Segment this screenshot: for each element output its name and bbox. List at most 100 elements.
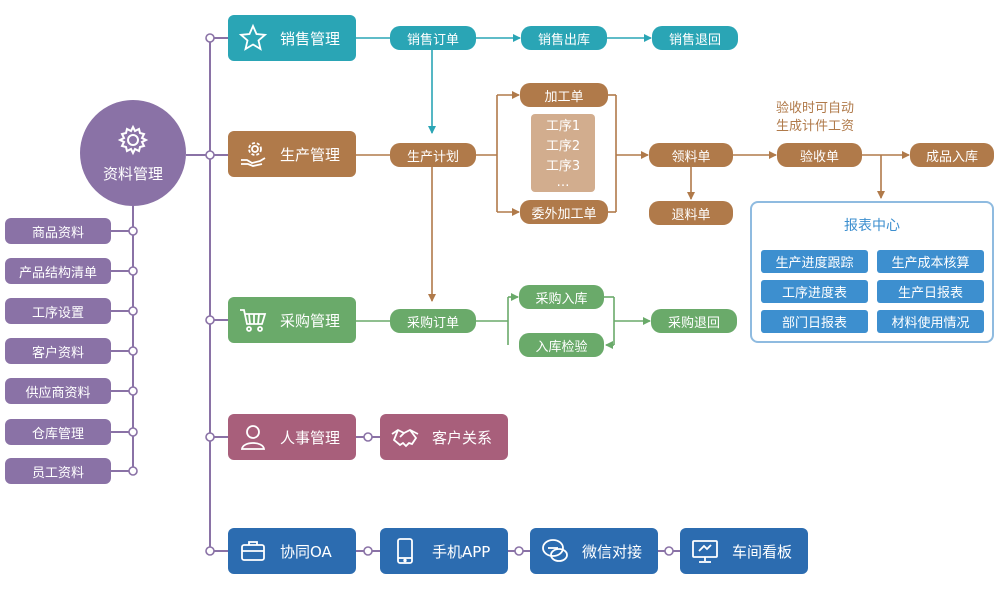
sales-order[interactable]: 销售订单 [390,26,476,50]
module-label: 手机APP [432,542,491,561]
node-label: 成品入库 [925,149,978,165]
picking-order[interactable]: 领料单 [649,143,733,167]
gear-icon [117,124,149,155]
report-label: 生产进度跟踪 [775,256,854,271]
note-line: 验收时可自动 [775,101,854,116]
report-department-daily[interactable]: 部门日报表 [761,310,868,333]
report-label: 生产成本核算 [891,256,970,271]
report-label: 材料使用情况 [891,316,970,331]
material-return-order[interactable]: 退料单 [649,201,733,225]
base-item-label: 仓库管理 [31,426,84,442]
module-label: 客户关系 [432,428,493,447]
node-label: 入库检验 [535,339,588,355]
handshake-icon [388,420,422,454]
report-production-cost[interactable]: 生产成本核算 [877,250,984,273]
finished-goods-inbound[interactable]: 成品入库 [910,143,994,167]
report-label: 工序进度表 [781,286,847,301]
node-label: 验收单 [799,149,839,165]
star-icon [236,21,270,55]
center-label: 资料管理 [102,164,163,183]
report-material-usage[interactable]: 材料使用情况 [877,310,984,333]
node-label: 领料单 [671,149,711,165]
module-workshop-board[interactable]: 车间看板 [680,528,808,574]
node-label: 生产计划 [406,149,459,165]
phone-icon [388,534,422,568]
sales-arrows [356,34,652,134]
base-item-employee[interactable]: 员工资料 [5,458,111,484]
module-label: 车间看板 [732,542,793,561]
node-label: 退料单 [671,207,711,223]
processing-order[interactable]: 加工单 [520,83,608,107]
base-item-label: 商品资料 [31,225,84,241]
purchase-arrows [356,293,651,349]
module-production[interactable]: 生产管理 [228,131,356,177]
sales-outbound[interactable]: 销售出库 [521,26,607,50]
process-step: 工序3 [545,159,581,174]
inbound-inspection[interactable]: 入库检验 [519,333,604,357]
chat-icon [538,534,572,568]
purchase-return[interactable]: 采购退回 [651,309,737,333]
base-item-label: 产品结构清单 [18,265,97,281]
report-production-daily[interactable]: 生产日报表 [877,280,984,303]
module-oa[interactable]: 协同OA [228,528,356,574]
node-label: 销售退回 [668,32,721,48]
report-label: 生产日报表 [897,286,963,301]
node-label: 委外加工单 [531,206,597,222]
report-process-progress[interactable]: 工序进度表 [761,280,868,303]
module-customer-relations[interactable]: 客户关系 [380,414,508,460]
purchase-inbound[interactable]: 采购入库 [519,285,604,309]
note-line: 生成计件工资 [775,119,854,134]
inspection-note: 验收时可自动 生成计件工资 [760,100,870,136]
briefcase-icon [236,534,270,568]
module-label: 微信对接 [582,542,643,561]
monitor-icon [688,534,722,568]
hand-gear-icon [236,137,270,171]
base-item-label: 员工资料 [31,465,84,481]
base-item-warehouse[interactable]: 仓库管理 [5,419,111,445]
base-item-process[interactable]: 工序设置 [5,298,111,324]
base-item-product[interactable]: 商品资料 [5,218,111,244]
process-step: 工序2 [545,139,581,154]
sales-return[interactable]: 销售退回 [652,26,738,50]
base-item-label: 客户资料 [31,345,84,361]
cart-icon [236,303,270,337]
base-item-customer[interactable]: 客户资料 [5,338,111,364]
module-label: 采购管理 [280,311,341,330]
module-label: 人事管理 [280,428,341,447]
node-label: 销售出库 [537,32,590,48]
base-item-label: 工序设置 [31,305,84,321]
module-purchase[interactable]: 采购管理 [228,297,356,343]
purchase-order[interactable]: 采购订单 [390,309,476,333]
inspection-order[interactable]: 验收单 [777,143,862,167]
process-step: … [556,175,570,190]
base-item-label: 供应商资料 [25,385,91,401]
node-label: 销售订单 [406,32,459,48]
node-label: 采购订单 [406,315,459,331]
module-label: 协同OA [280,542,332,561]
person-icon [236,420,270,454]
spine-dots [128,33,674,556]
node-label: 采购入库 [535,291,588,307]
production-arrows [356,91,910,302]
node-label: 采购退回 [667,315,720,331]
module-hr[interactable]: 人事管理 [228,414,356,460]
module-sales[interactable]: 销售管理 [228,15,356,61]
production-plan[interactable]: 生产计划 [390,143,476,167]
base-item-supplier[interactable]: 供应商资料 [5,378,111,404]
report-center: 报表中心 生产进度跟踪 生产成本核算 工序进度表 生产日报表 部门日报表 材料使… [750,201,994,343]
base-item-bom[interactable]: 产品结构清单 [5,258,111,284]
process-steps: 工序1 工序2 工序3 … [531,114,595,192]
report-production-progress[interactable]: 生产进度跟踪 [761,250,868,273]
report-center-title: 报表中心 [844,218,900,234]
node-label: 加工单 [544,89,584,105]
outsource-order[interactable]: 委外加工单 [520,200,608,224]
module-mobile-app[interactable]: 手机APP [380,528,508,574]
center-node[interactable]: 资料管理 [80,100,186,206]
process-step: 工序1 [545,119,581,134]
module-label: 生产管理 [280,145,341,164]
report-label: 部门日报表 [781,316,847,331]
module-label: 销售管理 [280,29,341,48]
module-wechat[interactable]: 微信对接 [530,528,658,574]
